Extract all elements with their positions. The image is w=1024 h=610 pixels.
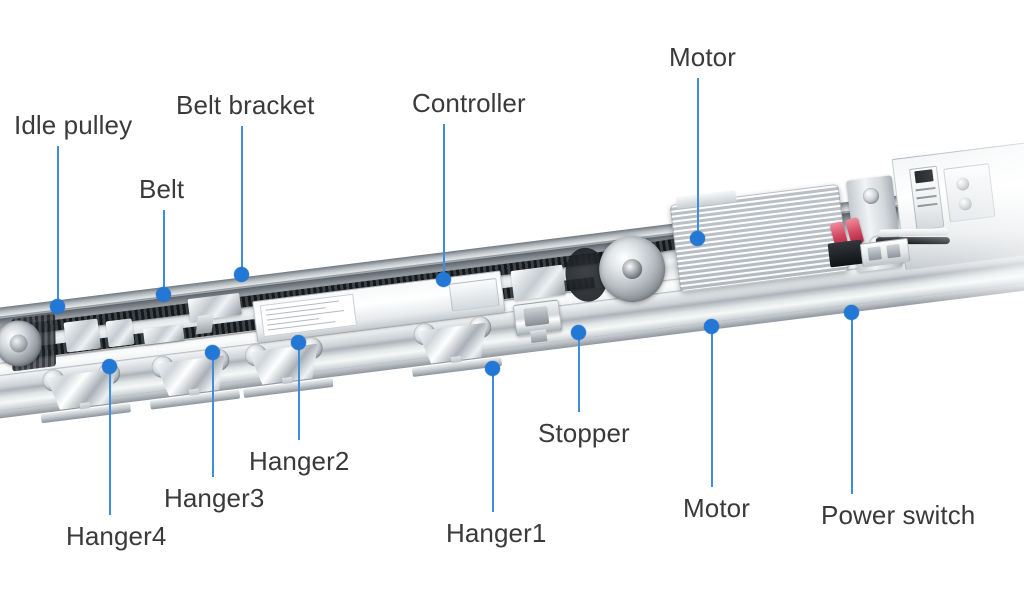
leader-line-belt	[163, 210, 165, 288]
leader-dot-power-switch	[844, 305, 859, 320]
leader-line-stopper	[578, 338, 580, 412]
leader-dot-motor-top	[690, 231, 705, 246]
leader-dot-stopper	[571, 325, 586, 340]
leader-dot-motor-bottom	[704, 319, 719, 334]
callout-label-belt-bracket: Belt bracket	[176, 90, 315, 120]
leader-line-motor-top	[697, 78, 699, 232]
leader-line-hanger4	[109, 372, 111, 515]
leader-line-idle-pulley	[57, 146, 59, 300]
callout-label-stopper: Stopper	[538, 418, 630, 448]
callout-label-belt: Belt	[139, 174, 185, 204]
leader-dot-controller	[436, 272, 451, 287]
callout-label-hanger4: Hanger4	[66, 521, 167, 551]
callout-label-hanger2: Hanger2	[249, 446, 350, 476]
callout-label-idle-pulley: Idle pulley	[14, 110, 133, 140]
leader-dot-belt-bracket	[234, 267, 249, 282]
leader-dot-hanger2	[291, 335, 306, 350]
leader-dot-hanger3	[205, 345, 220, 360]
leader-dot-hanger4	[102, 359, 117, 374]
leader-dot-hanger1	[485, 361, 500, 376]
callout-label-controller: Controller	[412, 88, 526, 118]
callout-label-power-switch: Power switch	[821, 500, 976, 530]
callout-label-motor-bottom: Motor	[683, 493, 750, 523]
leader-line-motor-bottom	[711, 332, 713, 487]
leader-line-hanger2	[298, 348, 300, 440]
leader-dot-belt	[156, 287, 171, 302]
leader-line-controller	[443, 124, 445, 273]
callout-label-hanger1: Hanger1	[446, 518, 547, 548]
leader-line-belt-bracket	[241, 126, 243, 268]
leader-dot-idle-pulley	[50, 299, 65, 314]
callout-label-motor-top: Motor	[669, 42, 736, 72]
leader-line-hanger3	[212, 358, 214, 477]
callout-label-hanger3: Hanger3	[164, 483, 265, 513]
leader-line-power-switch	[851, 318, 853, 494]
leader-line-hanger1	[492, 374, 494, 512]
